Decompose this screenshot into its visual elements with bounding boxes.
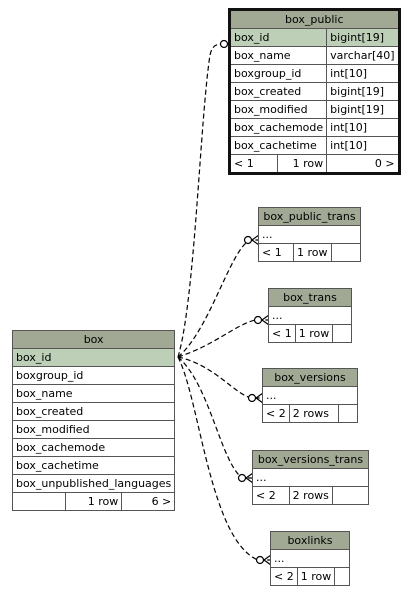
columns-ellipsis: ... <box>252 468 369 487</box>
table-title[interactable]: boxlinks <box>270 531 350 550</box>
column-name[interactable]: box_id <box>11 348 176 367</box>
table-box[interactable]: box box_id boxgroup_id box_name box_crea… <box>11 330 176 511</box>
column-name[interactable]: boxgroup_id <box>11 366 176 385</box>
child-marker <box>253 315 263 325</box>
row-count: 1 row <box>293 243 332 262</box>
table-box-versions-trans[interactable]: box_versions_trans ... < 2 2 rows <box>252 450 370 505</box>
column-name[interactable]: box_unpublished_languages <box>11 474 176 493</box>
column-name[interactable]: box_name <box>11 384 176 403</box>
children-link[interactable]: 6 > <box>121 492 176 511</box>
table-boxlinks[interactable]: boxlinks ... < 2 1 row <box>270 531 350 586</box>
children-link <box>338 404 358 423</box>
parents-link[interactable]: < 1 <box>229 154 278 174</box>
row-count: 2 rows <box>288 404 340 423</box>
child-marker <box>255 555 265 565</box>
column-name[interactable]: boxgroup_id <box>228 64 328 83</box>
column-name[interactable]: box_modified <box>11 420 176 439</box>
column-type: varchar[40] <box>326 46 400 65</box>
table-title[interactable]: box_public <box>229 9 400 29</box>
table-title[interactable]: box_public_trans <box>258 207 361 226</box>
parents-link[interactable]: < 2 <box>252 486 290 505</box>
column-name[interactable]: box_cachemode <box>11 438 176 457</box>
column-type: int[10] <box>326 136 400 155</box>
child-marker <box>237 473 247 483</box>
table-title[interactable]: box <box>11 330 176 349</box>
children-link[interactable]: 0 > <box>326 154 400 174</box>
children-link <box>332 324 352 343</box>
columns-ellipsis: ... <box>270 549 350 568</box>
edge-box-box_public_trans <box>177 239 258 358</box>
row-count: 1 row <box>294 324 334 343</box>
table-title[interactable]: box_versions <box>262 368 358 387</box>
children-link <box>334 567 350 586</box>
edge-box-box_versions <box>177 356 262 399</box>
crowfoot-marker <box>263 554 272 566</box>
edge-box-box_versions_trans <box>177 356 252 479</box>
table-box-versions[interactable]: box_versions ... < 2 2 rows <box>262 368 358 423</box>
column-name[interactable]: box_cachemode <box>228 118 328 137</box>
crowfoot-marker <box>251 234 260 246</box>
table-box-public-trans[interactable]: box_public_trans ... < 1 1 row <box>258 207 361 262</box>
children-link <box>331 486 370 505</box>
child-marker <box>247 393 257 403</box>
column-type: bigint[19] <box>326 28 400 47</box>
column-name[interactable]: box_name <box>228 46 328 65</box>
row-count: 1 row <box>276 154 328 174</box>
table-box-trans[interactable]: box_trans ... < 1 1 row <box>268 288 352 343</box>
columns-ellipsis: ... <box>262 386 358 405</box>
column-name[interactable]: box_id <box>228 28 328 47</box>
parent-marker <box>219 39 229 49</box>
table-title[interactable]: box_trans <box>268 288 352 307</box>
parents-link[interactable]: < 2 <box>270 567 298 586</box>
column-type: int[10] <box>326 118 400 137</box>
columns-ellipsis: ... <box>268 306 352 325</box>
column-type: int[10] <box>326 64 400 83</box>
columns-ellipsis: ... <box>258 225 361 244</box>
table-title[interactable]: box_versions_trans <box>252 450 369 469</box>
column-type: bigint[19] <box>326 82 400 101</box>
column-name[interactable]: box_cachetime <box>228 136 328 155</box>
parents-link[interactable]: < 1 <box>268 324 296 343</box>
parents-link[interactable]: < 1 <box>258 243 294 262</box>
column-name[interactable]: box_modified <box>228 100 328 119</box>
row-count: 1 row <box>296 567 336 586</box>
column-name[interactable]: box_created <box>11 402 176 421</box>
edge-box-boxlinks <box>177 356 270 561</box>
table-box-public[interactable]: box_public box_id bigint[19] box_name va… <box>228 8 401 175</box>
crowfoot-marker <box>245 472 254 484</box>
crowfoot-marker <box>255 392 264 404</box>
row-count: 1 row <box>64 492 123 511</box>
crowfoot-marker <box>261 314 270 326</box>
child-marker <box>243 235 253 245</box>
column-type: bigint[19] <box>326 100 400 119</box>
children-link <box>331 243 361 262</box>
row-count: 2 rows <box>288 486 333 505</box>
column-name[interactable]: box_cachetime <box>11 456 176 475</box>
column-name[interactable]: box_created <box>228 82 328 101</box>
edge-box-box_trans <box>177 319 268 358</box>
edge-box-box_public <box>177 43 223 358</box>
parents-link <box>12 492 66 511</box>
parents-link[interactable]: < 2 <box>262 404 290 423</box>
